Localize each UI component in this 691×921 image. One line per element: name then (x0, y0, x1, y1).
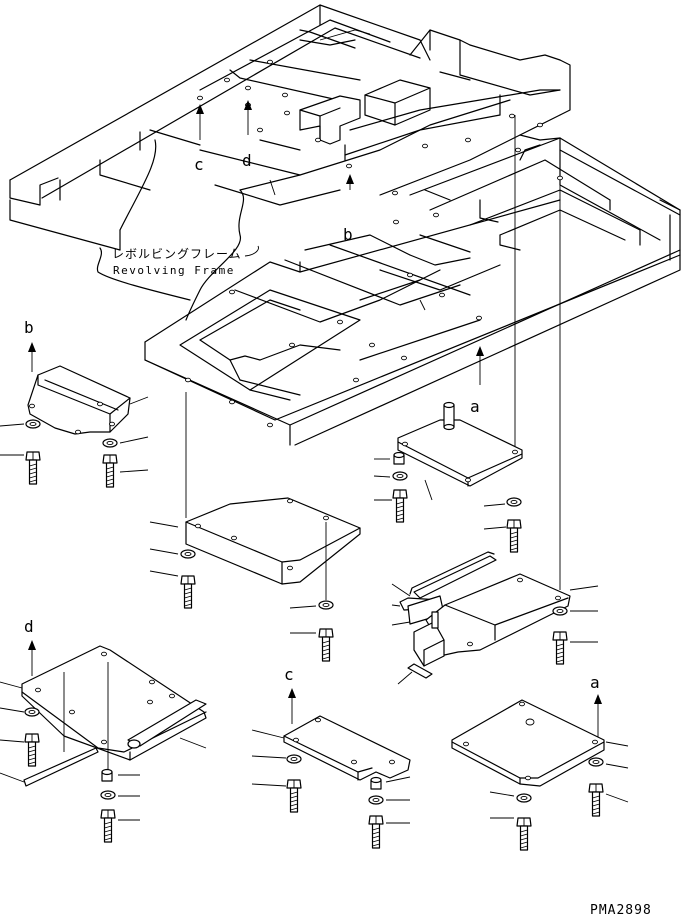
arrow-b-top (346, 174, 354, 190)
frame-label-english: Revolving Frame (113, 264, 235, 277)
letter-d-part: d (24, 617, 34, 636)
letter-b-part: b (24, 318, 34, 337)
arrow-a-frame (476, 346, 484, 385)
letter-d-top: d (242, 151, 252, 170)
rail-plate-group (391, 551, 599, 685)
plate-d-group: d (0, 617, 207, 843)
revolving-frame (9, 4, 681, 446)
letter-b-top: b (343, 225, 353, 244)
frame-label-japanese: レボルビングフレーム (112, 247, 242, 261)
frame-reference-markers: c d b a (194, 100, 484, 416)
letter-a-frame: a (470, 397, 480, 416)
arrow-c-top (196, 104, 204, 140)
plate-a-group (373, 401, 523, 553)
letter-c-part: c (284, 665, 294, 684)
center-plate-group (149, 497, 361, 662)
drawing-code: PMA2898 (590, 903, 652, 918)
letter-c-top: c (194, 155, 204, 174)
frame-label: レボルビングフレーム Revolving Frame (112, 245, 259, 277)
cover-b-group: b (0, 318, 149, 488)
letter-a-part: a (590, 673, 600, 692)
plate-c-group: c (251, 665, 411, 849)
plate-a-bottom-group: a (451, 673, 629, 851)
alignment-lines (185, 115, 561, 590)
arrow-d-top (244, 100, 252, 135)
